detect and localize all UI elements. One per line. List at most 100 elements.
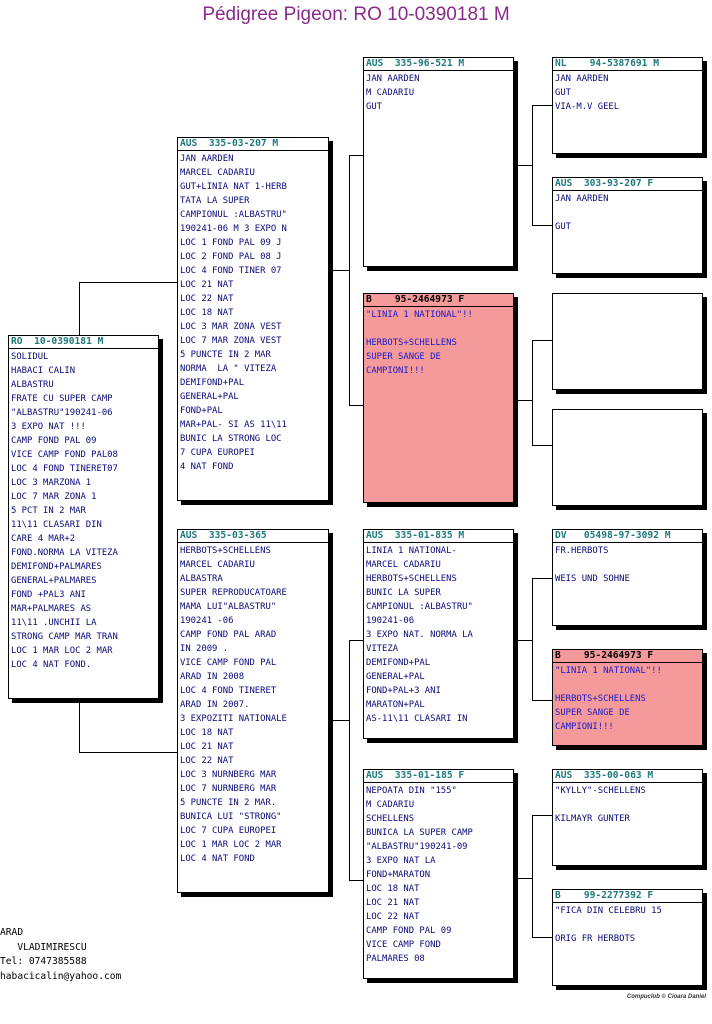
text-line: 11\11 CLASARI DIN: [11, 520, 102, 530]
pedigree-card-dam-dam: AUS 335-01-185 F NEPOATA DIN "155" M CADA…: [363, 769, 514, 979]
text-line: LOC 2 FOND PAL 08 J: [180, 252, 282, 262]
text-line: SCHELLENS: [366, 814, 415, 824]
text-line: 7 CUPA EUROPEI: [180, 448, 255, 458]
text-line: ALBASTRA: [180, 574, 223, 584]
text-line: 11\11 .UNCHII LA: [11, 618, 97, 628]
text-line: FOND+PAL+3 ANI: [366, 686, 441, 696]
text-line: VITEZA: [366, 644, 399, 654]
text-line: LOC 4 FOND TINER 07: [180, 266, 282, 276]
text-line: GENERAL+PAL: [366, 672, 425, 682]
connector-line: [532, 815, 533, 937]
text-line: Tel: 0747385588: [0, 956, 87, 967]
text-line: VICE CAMP FOND: [366, 940, 441, 950]
text-line: PALMARES 08: [366, 954, 425, 964]
text-line: HERBOTS+SCHELLENS: [366, 338, 457, 348]
text-line: LOC 4 FOND TINERET07: [11, 464, 118, 474]
text-line: BUNIC LA STRONG LOC: [180, 434, 282, 444]
pedigree-card-g6: B 95-2464973 F "LINIA 1 NATIONAL"!! HERB…: [552, 649, 703, 746]
text-line: LOC 18 NAT: [366, 884, 420, 894]
text-line: MAMA LUI"ALBASTRU": [180, 602, 277, 612]
ring-number: B 95-2464973 F: [364, 294, 513, 307]
connector-line: [532, 445, 552, 446]
text-line: FOND.NORMA LA VITEZA: [11, 548, 118, 558]
connector-line: [532, 578, 552, 579]
text-line: KILMAYR GUNTER: [555, 814, 630, 824]
text-line: HERBOTS+SCHELLENS: [180, 546, 271, 556]
connector-line: [532, 105, 533, 225]
text-line: CAMPIONI!!!: [555, 722, 614, 732]
text-line: MARCEL CADARIU: [180, 168, 255, 178]
connector-line: [532, 340, 533, 445]
connector-line: [514, 400, 532, 401]
text-line: CAMP FOND PAL ARAD: [180, 630, 277, 640]
pedigree-card-g5: DV 05498-97-3092 M FR.HERBOTS WEIS UND S…: [552, 529, 703, 626]
text-line: LOC 22 NAT: [180, 294, 234, 304]
text-line: LOC 4 FOND TINERET: [180, 686, 277, 696]
text-line: LOC 7 MAR ZONA VEST: [180, 336, 282, 346]
text-line: 3 EXPO NAT. NORMA LA: [366, 630, 473, 640]
text-line: HABACI CALIN: [11, 366, 76, 376]
connector-line: [514, 640, 532, 641]
text-line: LOC 22 NAT: [180, 756, 234, 766]
text-line: MARCEL CADARIU: [366, 560, 441, 570]
text-line: [366, 322, 513, 336]
text-line: ARAD IN 2008: [180, 672, 245, 682]
text-line: CAMP FOND PAL 09: [11, 436, 97, 446]
text-line: M CADARIU: [366, 88, 415, 98]
text-line: 5 PCT IN 2 MAR: [11, 506, 86, 516]
text-line: SUPER SANGE DE: [555, 708, 630, 718]
text-line: FRATE CU SUPER CAMP: [11, 394, 113, 404]
text-line: ALBASTRU: [11, 380, 54, 390]
ring-number: AUS 335-01-835 M: [364, 530, 513, 543]
text-line: LINIA 1 NATIONAL-: [366, 546, 457, 556]
text-line: LOC 18 NAT: [180, 728, 234, 738]
text-line: LOC 7 NURNBERG MAR: [180, 784, 277, 794]
text-line: CAMPIONUL :ALBASTRU": [366, 602, 473, 612]
connector-line: [349, 640, 350, 880]
text-line: 5 PUNCTE IN 2 MAR: [180, 350, 271, 360]
connector-line: [79, 752, 178, 753]
text-line: LOC 22 NAT: [366, 912, 420, 922]
text-line: FOND+PAL: [180, 406, 223, 416]
text-line: 190241-06: [366, 616, 415, 626]
text-line: TATA LA SUPER: [180, 196, 250, 206]
text-line: LOC 21 NAT: [180, 742, 234, 752]
ring-number: AUS 335-00-063 M: [553, 770, 702, 783]
page-title: Pédigree Pigeon: RO 10-0390181 M: [202, 4, 510, 25]
text-line: LOC 1 MAR LOC 2 MAR: [180, 840, 282, 850]
text-line: DEMIFOND+PALMARES: [11, 562, 102, 572]
text-line: LOC 3 MARZONA 1: [11, 478, 92, 488]
connector-line: [349, 880, 363, 881]
text-line: MARCEL CADARIU: [180, 560, 255, 570]
text-line: SUPER REPRODUCATOARE: [180, 588, 287, 598]
pedigree-card-g8: B 99-2277392 F "FICA DIN CELEBRU 15 ORIG…: [552, 889, 703, 986]
text-line: ORIG FR HERBOTS: [555, 934, 636, 944]
text-line: LOC 1 FOND PAL 09 J: [180, 238, 282, 248]
ring-number: AUS 335-01-185 F: [364, 770, 513, 783]
pedigree-card-sire-dam: B 95-2464973 F "LINIA 1 NATIONAL"!! HERB…: [363, 293, 514, 503]
text-line: M CADARIU: [366, 800, 415, 810]
text-line: LOC 18 NAT: [180, 308, 234, 318]
text-line: habacicalin@yahoo.com: [0, 970, 122, 982]
connector-line: [514, 165, 532, 166]
text-line: SOLIDUL: [11, 352, 49, 362]
text-line: 3 EXPO NAT !!!: [11, 422, 86, 432]
text-line: GUT: [555, 222, 572, 232]
connector-line: [532, 578, 533, 700]
text-line: IN 2009 .: [180, 644, 229, 654]
text-line: MAR+PALMARES AS: [11, 604, 92, 614]
text-line: LOC 4 NAT FOND: [180, 854, 255, 864]
text-line: DEMIFOND+PAL: [180, 378, 245, 388]
text-line: MARATON+PAL: [366, 700, 425, 710]
ring-number: B 95-2464973 F: [553, 650, 702, 663]
text-line: AS-11\11 CLASARI IN: [366, 714, 468, 724]
text-line: [555, 206, 702, 220]
text-line: DEMIFOND+PAL: [366, 658, 431, 668]
text-line: BUNICA LA SUPER CAMP: [366, 828, 473, 838]
text-line: NEPOATA DIN "155": [366, 786, 457, 796]
text-line: 3 EXPOZITI NATIONALE: [180, 714, 287, 724]
